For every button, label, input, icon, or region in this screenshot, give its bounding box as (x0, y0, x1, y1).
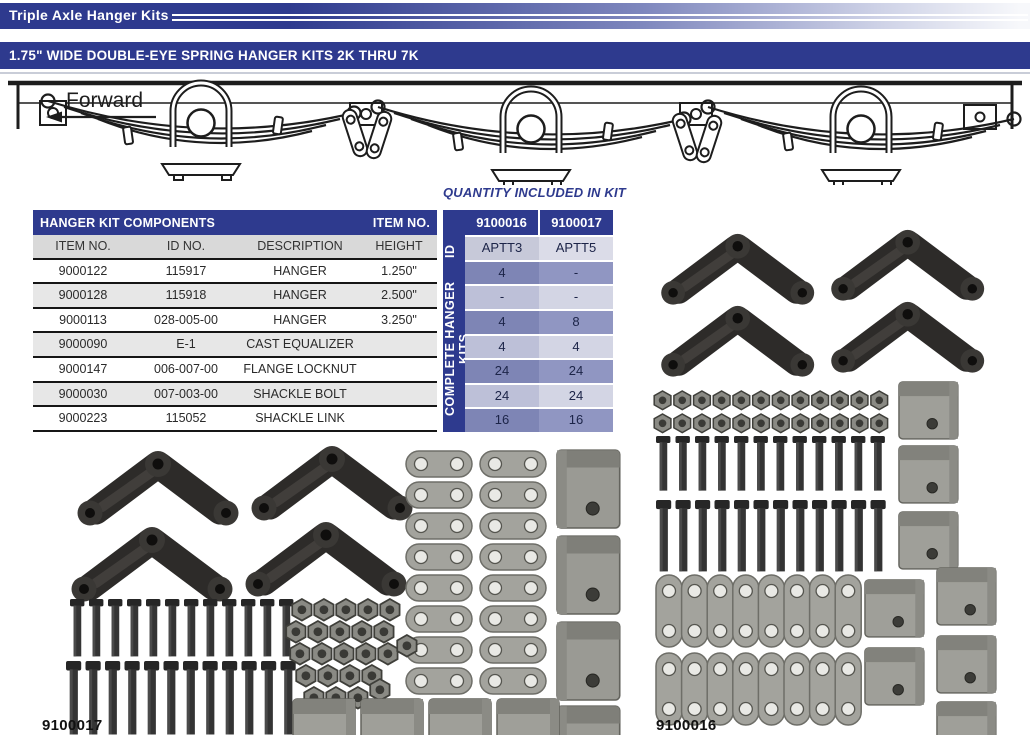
qty-cell: 16 (539, 409, 613, 432)
cell-description: SHACKLE BOLT (239, 382, 361, 408)
cell-description: FLANGE LOCKNUT (239, 358, 361, 383)
quantity-table-title: QUANTITY INCLUDED IN KIT (443, 185, 626, 200)
cell-id-no: 028-005-00 (133, 309, 239, 334)
header-double-rule (172, 14, 1028, 23)
qty-row: 24 24 (465, 384, 613, 408)
kit-number-header: 9100016 (476, 215, 527, 230)
section-title: 1.75" WIDE DOUBLE-EYE SPRING HANGER KITS… (9, 48, 419, 63)
side-label-id: ID (443, 244, 457, 258)
forward-label: Forward (66, 89, 143, 112)
quantity-table-header: 9100016 9100017 (465, 210, 613, 235)
qty-cell: 16 (465, 409, 539, 432)
col-header: ID NO. (133, 235, 239, 260)
cell-description: HANGER (239, 260, 361, 285)
qty-row: 4 8 (465, 310, 613, 334)
kit-id: APTT3 (465, 237, 539, 260)
cell-item-no: 9000147 (33, 358, 133, 383)
cell-item-no: 9000122 (33, 260, 133, 285)
cell-item-no: 9000113 (33, 309, 133, 334)
cell-id-no: 115052 (133, 407, 239, 432)
cell-height (361, 333, 437, 358)
quantity-included-table: ID COMPLETE HANGER KITS 9100016 9100017 … (443, 210, 613, 432)
cell-height: 1.250" (361, 260, 437, 285)
cell-description: SHACKLE LINK (239, 407, 361, 432)
qty-cell: 4 (539, 335, 613, 359)
cell-height: 3.250" (361, 309, 437, 334)
cell-height (361, 407, 437, 432)
cell-height: 2.500" (361, 284, 437, 309)
cell-item-no: 9000223 (33, 407, 133, 432)
triple-axle-diagram: Forward (8, 77, 1022, 185)
qty-cell: 4 (465, 310, 539, 334)
page-header-bar: Triple Axle Hanger Kits (0, 3, 1030, 29)
qty-row: 24 24 (465, 360, 613, 383)
qty-row: 4 4 (465, 335, 613, 359)
col-header: HEIGHT (361, 235, 437, 260)
qty-cell: 24 (465, 360, 539, 383)
forward-arrow-icon (46, 111, 62, 123)
cell-id-no: 115917 (133, 260, 239, 285)
qty-cell: - (539, 286, 613, 309)
page-header-title: Triple Axle Hanger Kits (9, 7, 169, 23)
components-header-label: HANGER KIT COMPONENTS (40, 215, 216, 230)
cell-id-no: 007-003-00 (133, 382, 239, 408)
hanger-kit-components-table: HANGER KIT COMPONENTS ITEM NO. ITEM NO. … (33, 210, 437, 432)
kit-label-9100016: 9100016 (656, 717, 717, 734)
cell-item-no: 9000030 (33, 382, 133, 408)
cell-height (361, 382, 437, 408)
quantity-table-side-bar: ID COMPLETE HANGER KITS (443, 210, 471, 432)
qty-cell: 4 (465, 261, 539, 285)
divider-line (0, 72, 1030, 74)
qty-cell: 24 (539, 360, 613, 383)
components-header-itemno: ITEM NO. (372, 215, 430, 230)
section-title-bar: 1.75" WIDE DOUBLE-EYE SPRING HANGER KITS… (0, 42, 1030, 69)
cell-item-no: 9000128 (33, 284, 133, 309)
qty-cell: 4 (465, 335, 539, 359)
qty-cell: - (465, 286, 539, 309)
col-header: DESCRIPTION (239, 235, 361, 260)
side-label-complete-hanger-kits: COMPLETE HANGER KITS (443, 281, 471, 417)
qty-cell: 24 (465, 384, 539, 408)
col-header: ITEM NO. (33, 235, 133, 260)
cell-id-no: 115918 (133, 284, 239, 309)
components-table-header: HANGER KIT COMPONENTS ITEM NO. (33, 210, 437, 235)
cell-description: HANGER (239, 284, 361, 309)
qty-cell: - (539, 261, 613, 285)
qty-row: 4 - (465, 261, 613, 285)
kit-photo-9100016 (650, 228, 1025, 735)
kit-id-row: APTT3 APTT5 (465, 237, 613, 260)
cell-height (361, 358, 437, 383)
cell-description: HANGER (239, 309, 361, 334)
kit-label-9100017: 9100017 (42, 717, 103, 734)
cell-description: CAST EQUALIZER (239, 333, 361, 358)
cell-id-no: 006-007-00 (133, 358, 239, 383)
kit-id: APTT5 (539, 237, 613, 260)
cell-item-no: 9000090 (33, 333, 133, 358)
qty-row: 16 16 (465, 409, 613, 432)
kit-number-header: 9100017 (538, 210, 613, 235)
qty-row: - - (465, 286, 613, 309)
qty-cell: 24 (539, 384, 613, 408)
kit-photo-9100017 (40, 443, 621, 735)
cell-id-no: E-1 (133, 333, 239, 358)
qty-cell: 8 (539, 310, 613, 334)
